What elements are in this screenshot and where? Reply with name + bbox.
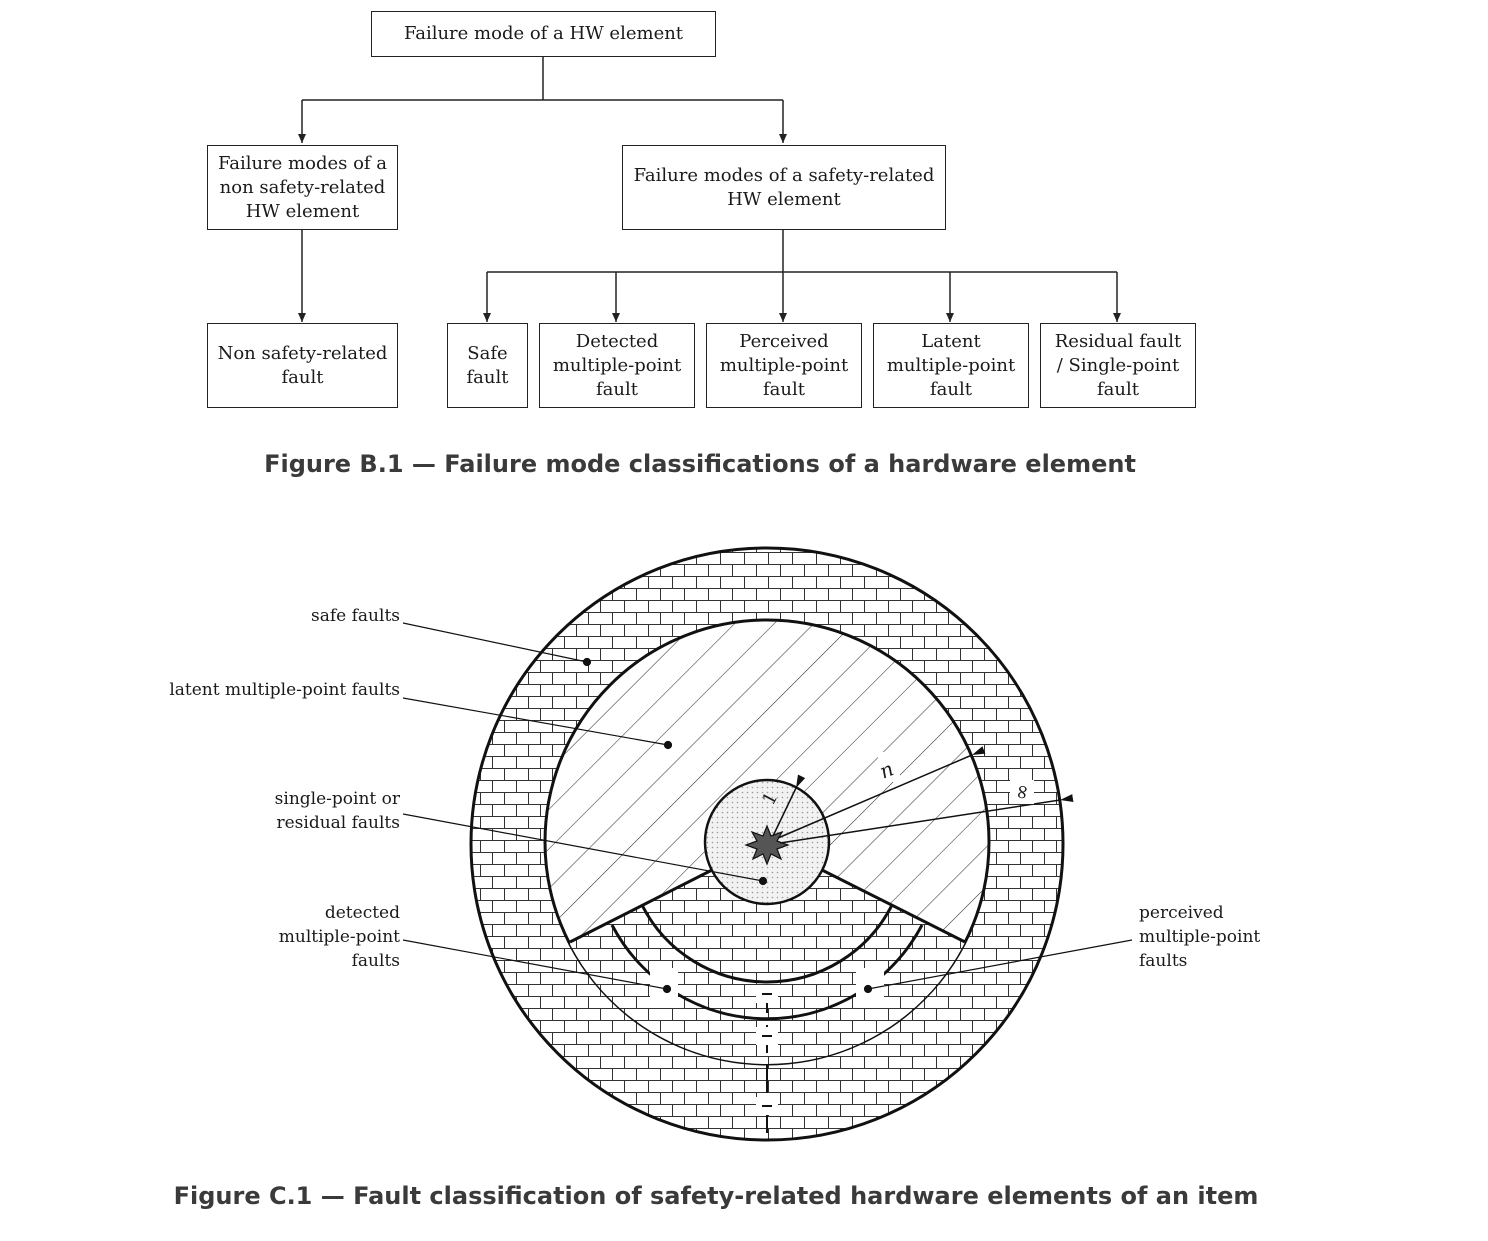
label-latent-faults: latent multiple-point faults — [169, 680, 400, 700]
leaf-safe-fault: Safe fault — [447, 323, 528, 408]
figure-c1-caption: Figure C.1 — Fault classification of saf… — [173, 1182, 1259, 1210]
label-single-point-faults: single-point or residual faults — [274, 789, 400, 833]
figure-b1-caption: Figure B.1 — Failure mode classification… — [264, 450, 1136, 478]
leaf-residual-fault: Residual fault / Single-point fault — [1040, 323, 1196, 408]
safety-node: Failure modes of a safety-related HW ele… — [622, 145, 946, 230]
leaf-latent-fault: Latent multiple-point fault — [873, 323, 1029, 408]
non-safety-node: Failure modes of a non safety-related HW… — [207, 145, 398, 230]
leaf-perceived-fault: Perceived multiple-point fault — [706, 323, 862, 408]
leaf-detected-fault: Detected multiple-point fault — [539, 323, 695, 408]
root-node: Failure mode of a HW element — [371, 11, 716, 57]
label-detected-faults: detected multiple-point faults — [278, 903, 400, 971]
label-safe-faults: safe faults — [311, 606, 400, 626]
label-perceived-faults: perceived multiple-point faults — [1139, 903, 1261, 971]
non-safety-fault-node: Non safety-related fault — [207, 323, 398, 408]
